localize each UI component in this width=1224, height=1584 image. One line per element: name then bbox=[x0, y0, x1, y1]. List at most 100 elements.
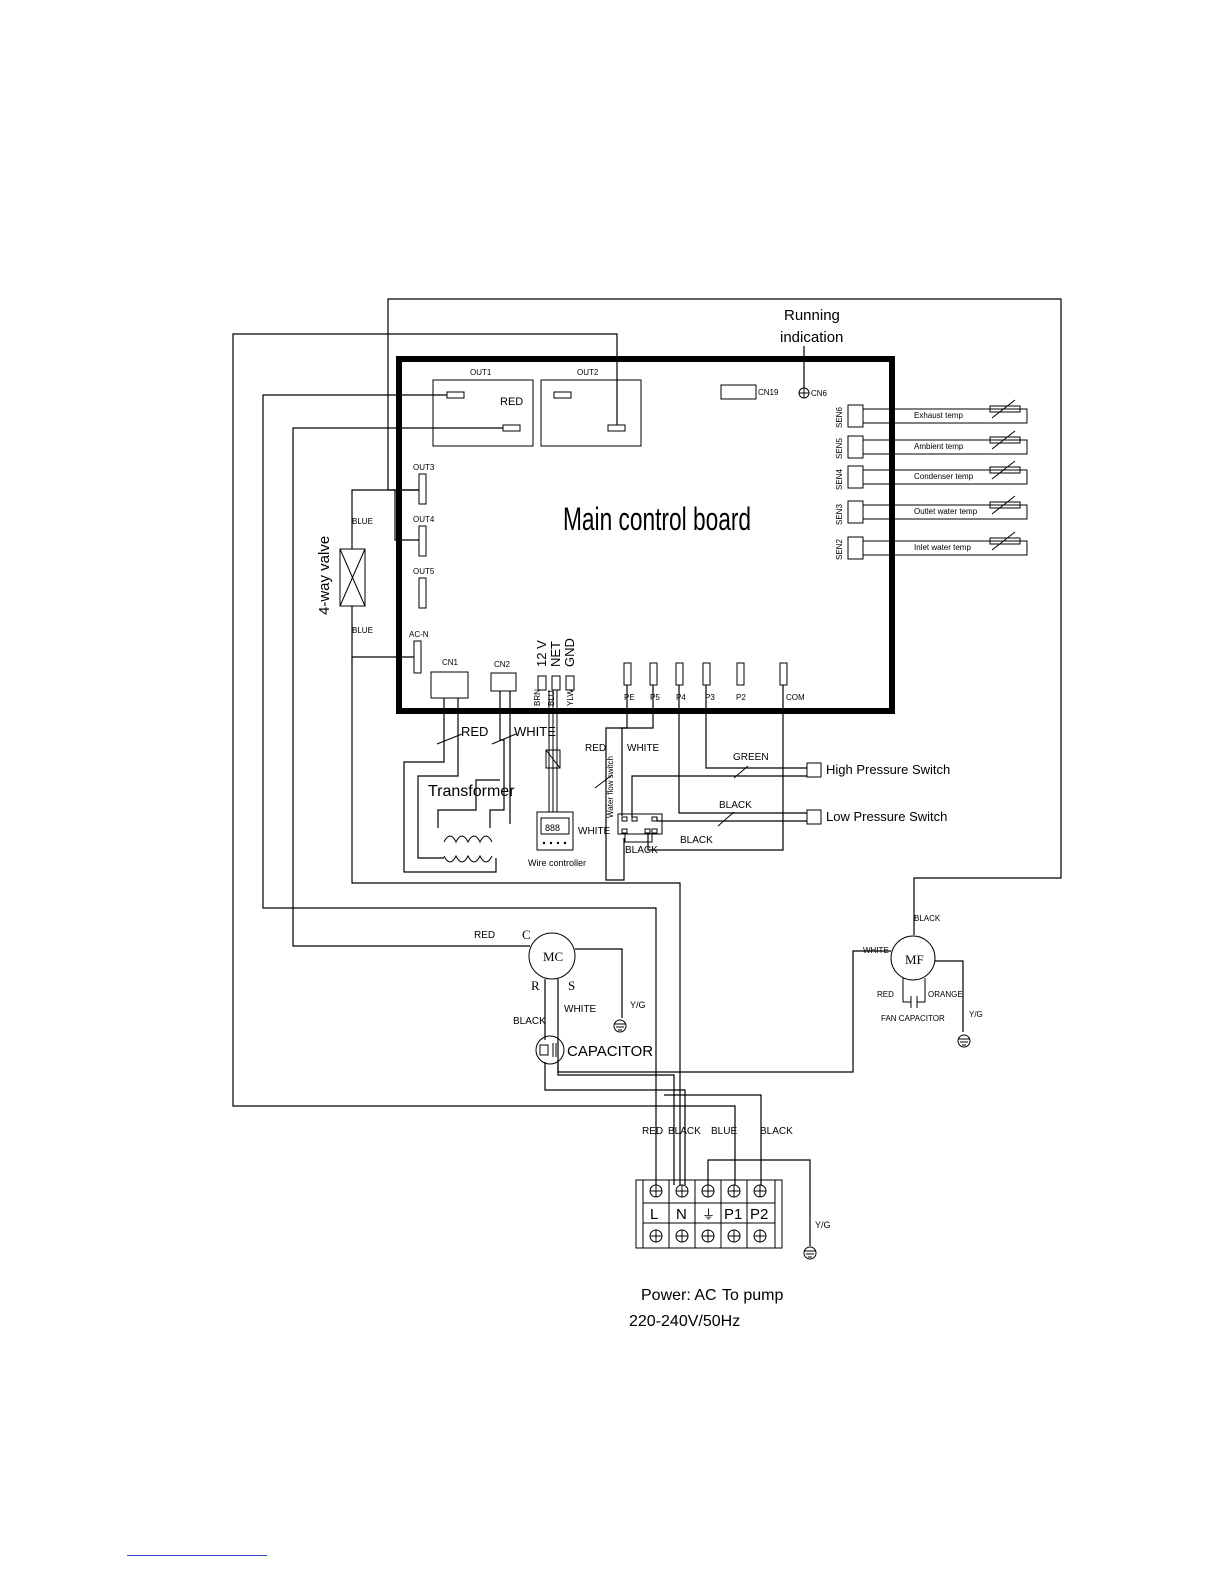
wire-acn-n bbox=[351, 656, 681, 1185]
running-label-1: Running bbox=[784, 307, 840, 324]
mc-white-label: WHITE bbox=[564, 1004, 597, 1015]
black-low-label: BLACK bbox=[719, 800, 752, 811]
p4-label: P4 bbox=[676, 693, 686, 702]
mf-label: MF bbox=[905, 952, 924, 967]
sen4-label: Condenser temp bbox=[914, 472, 974, 481]
mf-ground-icon bbox=[957, 1034, 971, 1048]
valve-blue-top: BLUE bbox=[352, 517, 373, 526]
black-bottom-label: BLACK bbox=[625, 845, 658, 856]
fan-motor-mf-icon bbox=[890, 935, 936, 981]
flow-red-label: RED bbox=[585, 743, 606, 754]
mc-c-label: C bbox=[522, 927, 531, 942]
power-terminal-block bbox=[635, 1179, 783, 1249]
out2-label: OUT2 bbox=[577, 368, 599, 377]
terminal-screws-bottom bbox=[649, 1229, 767, 1243]
green-label: GREEN bbox=[733, 752, 769, 763]
mc-red-label: RED bbox=[474, 930, 495, 941]
out3-label: OUT3 bbox=[413, 463, 435, 472]
valve-wire-top bbox=[351, 489, 419, 549]
terminal-p2-wire bbox=[664, 1094, 762, 1185]
flow-switch-wire-b bbox=[621, 685, 654, 816]
out5-label: OUT5 bbox=[413, 567, 435, 576]
compressor-capacitor-icon bbox=[535, 1035, 565, 1065]
high-pressure-label: High Pressure Switch bbox=[826, 762, 950, 777]
out3-terminal bbox=[418, 473, 427, 505]
out2-pin-a bbox=[553, 391, 572, 399]
wire-controller-icon[interactable] bbox=[536, 811, 574, 851]
board-title: Main control board bbox=[563, 501, 751, 537]
valve-blue-bottom: BLUE bbox=[352, 626, 373, 635]
capacitor-wire-n bbox=[544, 1062, 686, 1185]
controller-display: 888 bbox=[545, 823, 560, 833]
com-terminal bbox=[779, 662, 788, 686]
high-pressure-switch-icon bbox=[806, 762, 822, 778]
mf-red-label: RED bbox=[877, 990, 894, 999]
cn19-connector bbox=[720, 384, 757, 400]
compressor-mc-icon bbox=[528, 932, 576, 980]
sen5-label: Ambient temp bbox=[914, 442, 964, 451]
mc-label: MC bbox=[543, 949, 563, 964]
mf-yg-label: Y/G bbox=[969, 1010, 983, 1019]
terminal-ground-wire bbox=[707, 1159, 811, 1246]
four-way-valve-icon bbox=[339, 548, 366, 607]
low-pressure-label: Low Pressure Switch bbox=[826, 809, 947, 824]
cn6-label: CN6 bbox=[811, 389, 828, 398]
ylw-pin bbox=[565, 675, 575, 691]
fan-cap-wire-a bbox=[902, 978, 911, 1003]
cn1-wire-a bbox=[403, 698, 497, 873]
wire-out2-p1 bbox=[232, 333, 736, 1185]
acn-terminal bbox=[413, 640, 422, 674]
p3-label: P3 bbox=[705, 693, 715, 702]
mf-white-label: WHITE bbox=[863, 946, 889, 955]
mc-yg-wire bbox=[575, 948, 623, 1018]
black-mid-label: BLACK bbox=[680, 835, 713, 846]
terminal-ground-label: ⏚ bbox=[702, 1207, 715, 1222]
wire-out1-l bbox=[262, 394, 657, 1185]
pump-label: To pump bbox=[722, 1287, 783, 1304]
term-blue-label: BLUE bbox=[711, 1126, 737, 1137]
acn-label: AC-N bbox=[409, 630, 429, 639]
low-pressure-wire-a bbox=[678, 685, 807, 814]
wire-out1-mc bbox=[292, 427, 530, 947]
sensor-sen3: SEN3 Outlet water temp bbox=[835, 495, 1028, 525]
pe-label: PE bbox=[624, 693, 635, 702]
sen6-id: SEN6 bbox=[835, 407, 844, 428]
cn19-label: CN19 bbox=[758, 388, 779, 397]
mc-r-label: R bbox=[531, 978, 540, 993]
sen6-label: Exhaust temp bbox=[914, 411, 963, 420]
terminal-ground-icon bbox=[803, 1246, 817, 1260]
net-label: NET bbox=[548, 641, 563, 667]
cn2-wire-a bbox=[489, 691, 505, 828]
water-flow-switch-label: Water flow switch bbox=[606, 756, 615, 818]
flow-switch-wire-a bbox=[605, 685, 628, 881]
out1-box bbox=[432, 379, 534, 447]
mc-black-label: BLACK bbox=[513, 1016, 546, 1027]
com-label: COM bbox=[786, 693, 805, 702]
gnd-label: GND bbox=[562, 638, 577, 667]
mc-s-wire bbox=[557, 979, 675, 1185]
sen4-id: SEN4 bbox=[835, 469, 844, 490]
pe-terminal bbox=[623, 662, 632, 686]
out1-label: OUT1 bbox=[470, 368, 492, 377]
out5-terminal bbox=[418, 577, 427, 609]
p2-terminal bbox=[736, 662, 745, 686]
mf-yg-wire bbox=[935, 960, 964, 1032]
out2-pin-b bbox=[607, 424, 626, 432]
blu-label: BLU bbox=[547, 690, 556, 706]
sensor-sen4: SEN4 Condenser temp bbox=[835, 460, 1028, 490]
term-red-label: RED bbox=[642, 1126, 663, 1137]
sen2-label: Inlet water temp bbox=[914, 543, 971, 552]
sen3-id: SEN3 bbox=[835, 504, 844, 525]
terminal-p1-label: P1 bbox=[724, 1206, 742, 1223]
valve-out4-wire bbox=[394, 490, 419, 541]
wire-controller-label: Wire controller bbox=[528, 858, 586, 868]
out1-pin-b bbox=[502, 424, 521, 432]
sensor-sen5: SEN5 Ambient temp bbox=[835, 430, 1028, 459]
cn2-connector bbox=[490, 672, 517, 692]
voltage-label: 220-240V/50Hz bbox=[629, 1313, 740, 1330]
cn2-label: CN2 bbox=[494, 660, 511, 669]
term-yg-label: Y/G bbox=[815, 1220, 831, 1230]
transformer-primary-link bbox=[437, 779, 500, 828]
transformer-label: Transformer bbox=[428, 783, 515, 800]
cn1-wire-b bbox=[417, 698, 459, 859]
